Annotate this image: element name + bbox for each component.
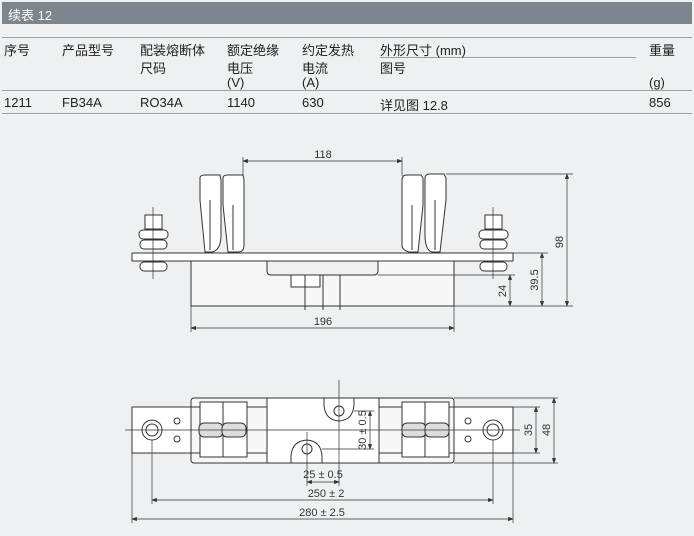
cell-weight: 856 <box>649 95 671 110</box>
header-weight-unit: (g) <box>649 75 665 90</box>
left-bolt <box>138 207 169 279</box>
left-clips-plan <box>198 401 248 458</box>
left-clips <box>199 174 245 253</box>
dim-30: 30 ± 0.5 <box>357 410 369 450</box>
plan-view <box>125 380 558 523</box>
header-top-rule <box>2 37 692 38</box>
terminal-plate <box>131 252 514 262</box>
right-clips <box>401 173 447 253</box>
header-fuse-size-2: 尺码 <box>140 61 167 76</box>
center-body <box>266 397 380 464</box>
dim-25: 25 ± 0.5 <box>303 469 343 481</box>
header-model: 产品型号 <box>62 43 115 58</box>
right-bolt <box>478 207 509 279</box>
header-no: 序号 <box>4 43 31 58</box>
dim-280: 280 ± 2.5 <box>299 507 345 519</box>
table-title: 续表 12 <box>8 8 53 23</box>
cell-fuse-size: RO34A <box>140 95 183 110</box>
header-current-2: 电流 <box>302 61 329 76</box>
dim-35: 35 <box>523 424 535 436</box>
header-voltage-2: 电压 <box>227 61 254 76</box>
header-voltage: 额定绝缘 <box>227 43 280 58</box>
dim-98: 98 <box>554 236 566 248</box>
dim-39-5: 39.5 <box>529 269 541 290</box>
cell-figure: 详见图 12.8 <box>380 98 448 113</box>
header-dimensions: 外形尺寸 (mm) <box>380 43 466 58</box>
header-bottom-rule <box>2 90 692 91</box>
dim-196: 196 <box>314 316 332 328</box>
right-clips-plan <box>401 401 450 458</box>
header-voltage-unit: (V) <box>227 75 245 90</box>
dim-118: 118 <box>314 149 332 161</box>
header-weight: 重量 <box>649 43 676 58</box>
cell-model: FB34A <box>62 95 102 110</box>
dim-48: 48 <box>541 424 553 436</box>
table-bottom-rule <box>2 113 692 114</box>
header-figure: 图号 <box>380 61 407 76</box>
cell-no: 1211 <box>4 95 32 110</box>
side-view <box>131 157 573 332</box>
dimension-header-underline <box>380 57 636 58</box>
dim-250: 250 ± 2 <box>308 488 345 500</box>
cell-voltage: 1140 <box>227 95 255 110</box>
table-title-bar: 续表 12 <box>2 2 692 24</box>
header-current-unit: (A) <box>302 75 320 90</box>
cell-current: 630 <box>302 95 324 110</box>
header-fuse-size: 配装熔断体 <box>140 43 206 58</box>
dim-24: 24 <box>497 285 509 297</box>
header-current: 约定发热 <box>302 43 355 58</box>
